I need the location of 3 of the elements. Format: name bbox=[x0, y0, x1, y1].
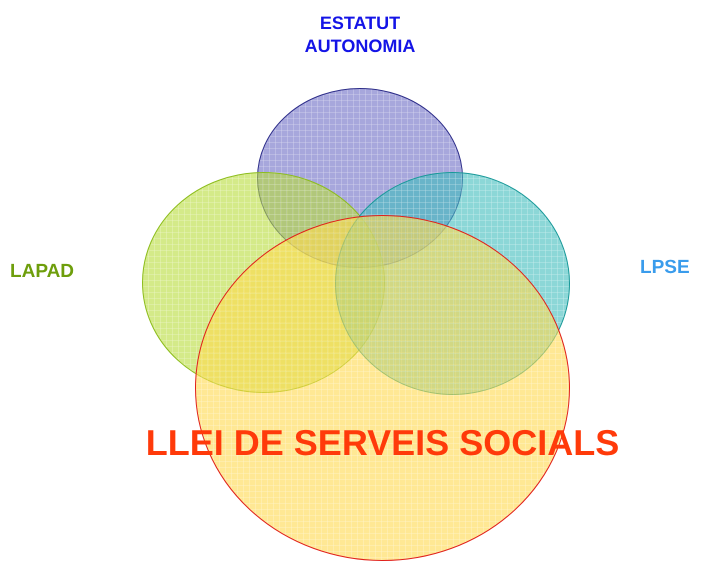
set-label: LPSE bbox=[640, 256, 691, 280]
set-label: ESTATUT AUTONOMIA bbox=[304, 12, 416, 57]
set-label: LAPAD bbox=[10, 260, 76, 284]
